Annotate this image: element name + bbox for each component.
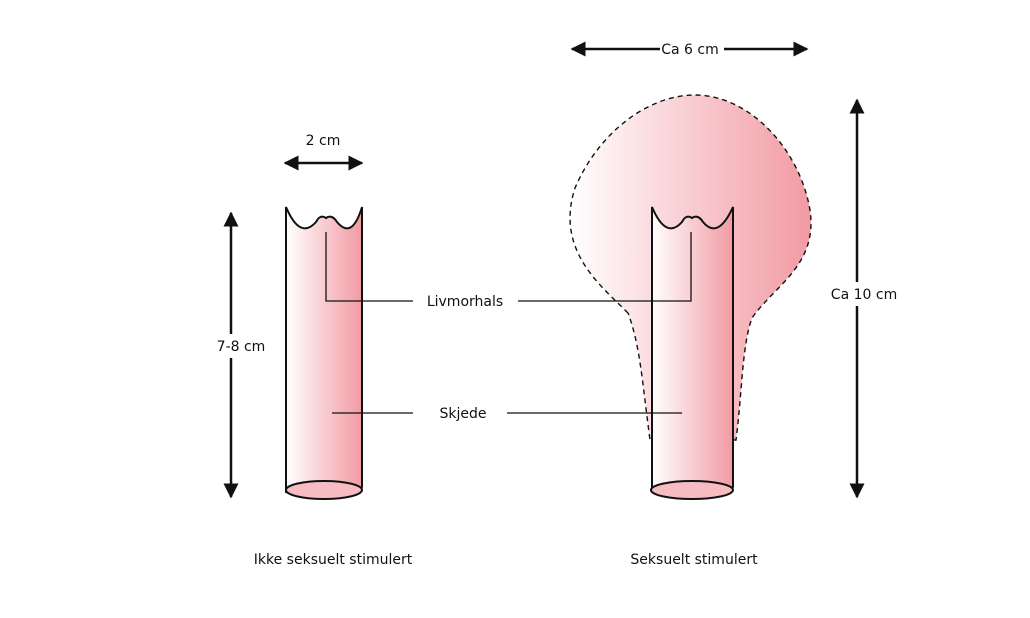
cervix-pointer-stimulated (518, 232, 692, 302)
caption-unstimulated: Ikke seksuelt stimulert (254, 552, 413, 568)
vagina-tube-stimulated (651, 206, 734, 499)
cervix-pointer-unstimulated (325, 232, 413, 302)
length-label-unstimulated: 7-8 cm (217, 339, 266, 355)
tube-opening-unstimulated (285, 480, 363, 500)
unstimulated-group (223, 155, 413, 500)
vagina-label: Skjede (440, 406, 487, 422)
caption-stimulated: Seksuelt stimulert (630, 552, 758, 568)
cervix-label: Livmorhals (427, 294, 503, 310)
stimulated-group (507, 41, 865, 500)
width-label-unstimulated: 2 cm (306, 133, 341, 149)
vagina-tube-unstimulated (285, 206, 363, 499)
width-label-stimulated: Ca 6 cm (661, 42, 719, 58)
tube-opening-stimulated (650, 480, 734, 500)
length-label-stimulated: Ca 10 cm (831, 287, 897, 303)
